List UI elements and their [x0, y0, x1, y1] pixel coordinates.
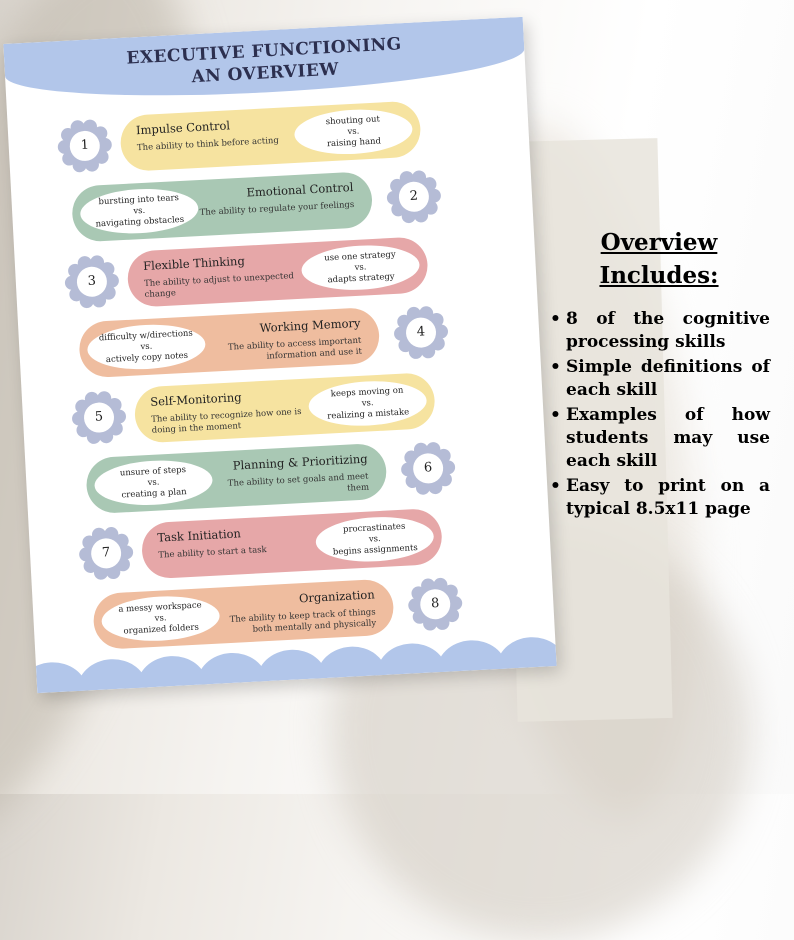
overview-list: 8 of the cognitive processing skills Sim…: [548, 308, 770, 521]
gear-icon: 6: [399, 439, 458, 498]
skill-definition: The ability to regulate your feelings: [199, 199, 355, 218]
skill-definition: The ability to keep track of things both…: [229, 607, 377, 635]
skill-number: 8: [430, 596, 440, 612]
versus-label: vs.: [154, 612, 167, 624]
gear-icon: 3: [62, 252, 121, 311]
example-text: creating a plan: [121, 486, 187, 500]
versus-label: vs.: [368, 533, 381, 545]
skill-definition: The ability to think before acting: [136, 135, 280, 154]
skill-number: 3: [87, 273, 97, 289]
overview-item: Easy to print on a typical 8.5x11 page: [548, 475, 770, 521]
example-text: begins assignments: [332, 542, 418, 557]
gear-icon: 5: [70, 388, 129, 447]
skill-number: 6: [423, 460, 433, 476]
skill-definition: The ability to access important informat…: [227, 335, 363, 362]
skill-name: Working Memory: [259, 315, 361, 336]
skill-definition: The ability to adjust to unexpected chan…: [143, 271, 295, 300]
gear-icon: 7: [77, 524, 136, 583]
skill-name: Flexible Thinking: [142, 253, 246, 274]
skill-number: 5: [94, 409, 104, 425]
overview-title: Overview Includes:: [548, 226, 770, 292]
skill-number: 1: [80, 137, 90, 154]
skill-definition: The ability to start a task: [158, 544, 267, 561]
skill-definition: The ability to set goals and meet them: [227, 471, 370, 494]
gear-icon: 8: [406, 575, 465, 634]
gear-icon: 2: [384, 167, 443, 226]
skill-name: Task Initiation: [157, 526, 242, 545]
skill-definition: The ability to recognize how one is doin…: [150, 406, 302, 436]
skill-name: Emotional Control: [246, 179, 354, 200]
poster-mockup: EXECUTIVE FUNCTIONING AN OVERVIEW Impuls…: [3, 16, 557, 694]
gear-icon: 4: [392, 303, 451, 362]
versus-label: vs.: [361, 397, 374, 409]
skill-number: 2: [409, 188, 419, 204]
example-text: adapts strategy: [327, 271, 395, 285]
versus-label: vs.: [140, 341, 153, 352]
example-text: organized folders: [123, 622, 200, 637]
poster-sheet: EXECUTIVE FUNCTIONING AN OVERVIEW Impuls…: [3, 16, 557, 694]
overview-item: 8 of the cognitive processing skills: [548, 308, 770, 354]
versus-label: vs.: [133, 205, 146, 216]
skill-number: 4: [416, 324, 426, 340]
overview-title-line1: Overview: [600, 229, 718, 256]
skill-name: Organization: [298, 587, 376, 606]
overview-item: Examples of how students may use each sk…: [548, 404, 770, 473]
example-text: actively copy notes: [105, 350, 189, 365]
versus-label: vs.: [347, 126, 360, 137]
versus-label: vs.: [354, 261, 367, 273]
skill-name: Impulse Control: [135, 118, 231, 138]
skill-name: Self-Monitoring: [149, 390, 242, 409]
overview-panel: Overview Includes: 8 of the cognitive pr…: [548, 226, 770, 523]
overview-item: Simple definitions of each skill: [548, 356, 770, 402]
versus-label: vs.: [147, 476, 160, 488]
overview-title-line2: Includes:: [599, 262, 719, 289]
gear-icon: 1: [55, 117, 114, 176]
skill-number: 7: [101, 545, 111, 561]
example-text: navigating obstacles: [95, 214, 185, 229]
skill-name: Planning & Prioritizing: [232, 451, 368, 473]
example-text: realizing a mistake: [327, 406, 410, 422]
example-text: raising hand: [326, 135, 382, 149]
